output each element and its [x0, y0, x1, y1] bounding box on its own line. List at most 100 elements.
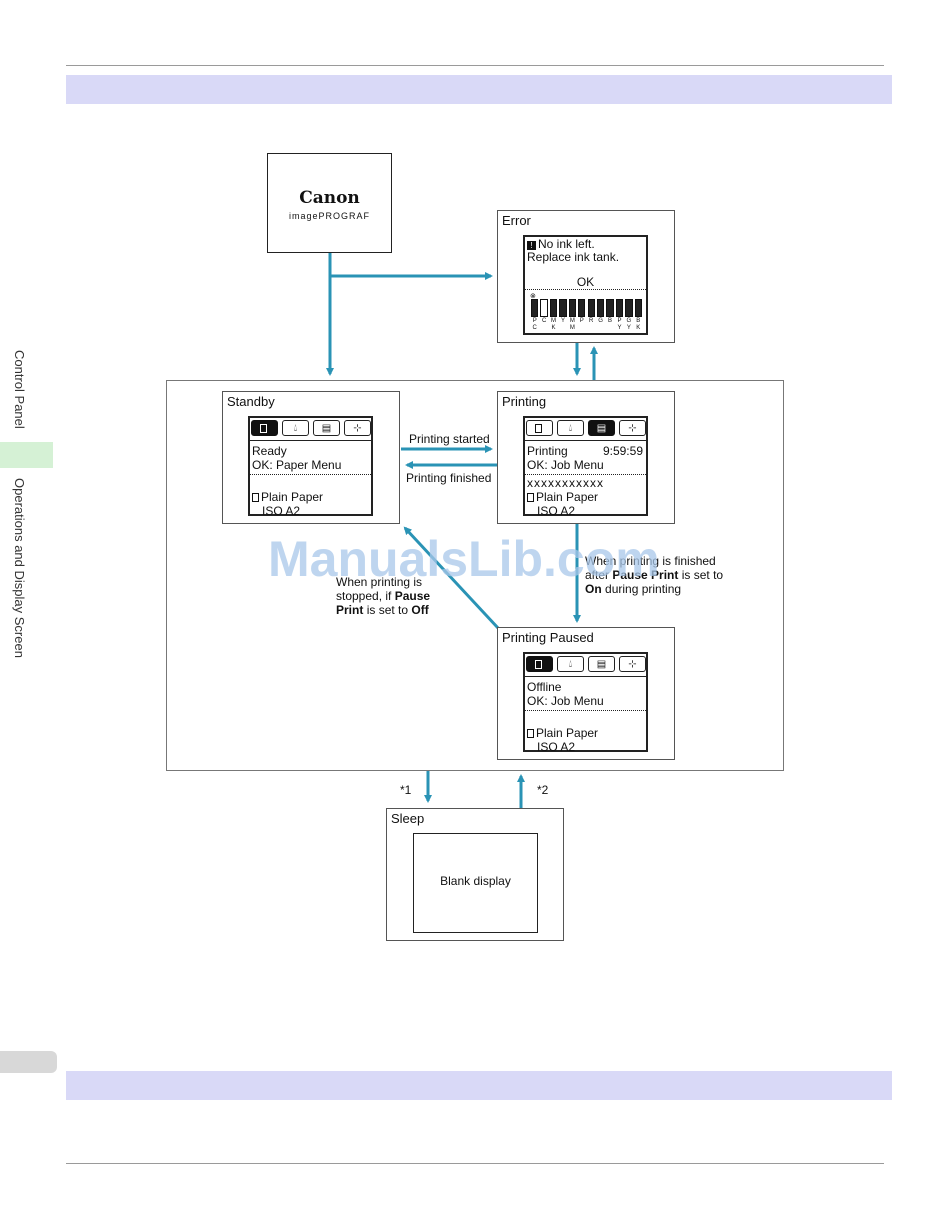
- brand-logo: Canon: [299, 188, 360, 208]
- tab-settings[interactable]: ⊹: [619, 656, 646, 672]
- ink-tank-bar: [625, 299, 633, 317]
- tab-paper[interactable]: [526, 656, 553, 672]
- job-name: xxxxxxxxxxx: [527, 476, 604, 490]
- ink-drop-icon: 💧︎: [293, 422, 298, 434]
- ink-color-label: R: [589, 318, 594, 324]
- paper-type: Plain Paper: [527, 490, 598, 504]
- paper-icon: [535, 423, 542, 433]
- tab-bar: 💧︎ ▤ ⊹: [250, 418, 371, 441]
- paper-size: ISO A2: [262, 504, 301, 518]
- ink-drop-icon: 💧︎: [568, 422, 573, 434]
- ink-color-label: B: [608, 318, 613, 324]
- section-band: [66, 1071, 892, 1100]
- ok-hint: OK: Paper Menu: [252, 458, 342, 472]
- paper-icon: [260, 423, 267, 433]
- screen-divider: [250, 474, 371, 475]
- watermark: ManualsLib.com: [268, 531, 660, 587]
- standby-state-box: Standby 💧︎ ▤ ⊹ Ready OK: Paper Menu Plai…: [222, 391, 400, 524]
- time-remaining: 9:59:59: [602, 444, 643, 458]
- operating-states-container: [166, 380, 784, 771]
- ink-color-label: Y: [560, 318, 565, 324]
- canon-logo-box: Canon imagePROGRAF: [267, 153, 392, 253]
- job-list-icon: ▤: [596, 658, 607, 670]
- tab-settings[interactable]: ⊹: [619, 420, 646, 436]
- ink-tank-bar: [531, 299, 539, 317]
- state-title: Standby: [227, 394, 275, 409]
- tab-ink[interactable]: 💧︎: [557, 420, 584, 436]
- bottom-rule: [66, 1163, 884, 1164]
- paper-type: Plain Paper: [252, 490, 323, 504]
- error-message-line1: !No ink left.: [527, 237, 595, 251]
- state-title: Printing Paused: [502, 630, 594, 645]
- tab-settings[interactable]: ⊹: [344, 420, 371, 436]
- ink-tank-bar: [615, 299, 624, 317]
- standby-screen: 💧︎ ▤ ⊹ Ready OK: Paper Menu Plain Paper …: [248, 416, 373, 518]
- ink-color-label: Y: [626, 325, 631, 331]
- ink-color-label: P: [579, 318, 584, 324]
- state-title: Printing: [502, 394, 547, 409]
- status-text: Ready: [252, 444, 287, 458]
- ink-drop-icon: 💧︎: [568, 658, 573, 670]
- paper-size: ISO A2: [537, 740, 576, 754]
- tab-ink[interactable]: 💧︎: [557, 656, 584, 672]
- footnote-marker-2: *2: [537, 783, 549, 797]
- sidebar-active-tab[interactable]: [0, 442, 53, 468]
- tab-paper[interactable]: [526, 420, 553, 436]
- printing-screen: 💧︎ ▤ ⊹ Printing 9:59:59 OK: Job Menu xxx…: [523, 416, 648, 518]
- ok-hint: OK: Job Menu: [527, 694, 604, 708]
- paused-state-box: Printing Paused 💧︎ ▤ ⊹ Offline OK: Job M…: [497, 627, 675, 760]
- ink-tank-bar: [596, 299, 605, 317]
- paper-size: ISO A2: [537, 504, 576, 518]
- ink-color-label: M: [569, 325, 575, 331]
- tab-job[interactable]: ▤: [313, 420, 340, 436]
- ink-tank-bar: [606, 299, 614, 317]
- ink-color-label: P: [617, 318, 622, 324]
- ink-color-label: P: [532, 318, 537, 324]
- tab-ink[interactable]: 💧︎: [282, 420, 309, 436]
- ink-tank-bar: [578, 299, 586, 317]
- job-list-icon: ▤: [321, 422, 332, 434]
- ink-tank-bar: [634, 299, 642, 317]
- ink-tank-bar: [540, 299, 548, 317]
- ink-tank-bar: [549, 299, 558, 317]
- paper-icon: [527, 493, 534, 502]
- status-text: Offline: [527, 680, 562, 694]
- ink-color-label: K: [636, 325, 641, 331]
- state-title: Sleep: [391, 811, 425, 826]
- screen-divider: [525, 289, 646, 290]
- ink-color-label: C: [532, 325, 537, 331]
- state-title: Error: [502, 213, 531, 228]
- error-state-box: Error !No ink left. Replace ink tank. OK…: [497, 210, 675, 343]
- ink-color-label: C: [541, 318, 547, 324]
- paper-icon: [527, 729, 534, 738]
- tab-job[interactable]: ▤: [588, 420, 615, 436]
- ink-tank-bar: [568, 299, 577, 317]
- error-ok-button[interactable]: OK: [576, 275, 595, 289]
- ink-out-icon: ⊗: [530, 293, 536, 300]
- status-text: Printing: [527, 444, 568, 458]
- paused-screen: 💧︎ ▤ ⊹ Offline OK: Job Menu Plain Paper …: [523, 652, 648, 754]
- ink-tank-bar: [587, 299, 595, 317]
- ink-color-label: B: [636, 318, 641, 324]
- paper-type: Plain Paper: [527, 726, 598, 740]
- screen-divider: [525, 474, 646, 475]
- page-number-tab: [0, 1051, 57, 1073]
- ink-color-label: M: [569, 318, 575, 324]
- tab-paper[interactable]: [251, 420, 278, 436]
- label-pause-condition: When printing is finished after Pause Pr…: [585, 554, 724, 596]
- tab-job[interactable]: ▤: [588, 656, 615, 672]
- paper-icon: [535, 659, 542, 669]
- footnote-marker-1: *1: [400, 783, 412, 797]
- settings-icon: ⊹: [353, 422, 362, 434]
- label-stop-condition: When printing is stopped, if Pause Print…: [336, 575, 431, 617]
- ok-hint: OK: Job Menu: [527, 458, 604, 472]
- tab-bar: 💧︎ ▤ ⊹: [525, 654, 646, 677]
- product-logo: imagePROGRAF: [288, 211, 371, 221]
- warning-icon: !: [527, 241, 536, 250]
- label-printing-finished: Printing finished: [406, 471, 492, 485]
- tab-bar: 💧︎ ▤ ⊹: [525, 418, 646, 441]
- ink-tank-bar: [559, 299, 567, 317]
- settings-icon: ⊹: [628, 658, 637, 670]
